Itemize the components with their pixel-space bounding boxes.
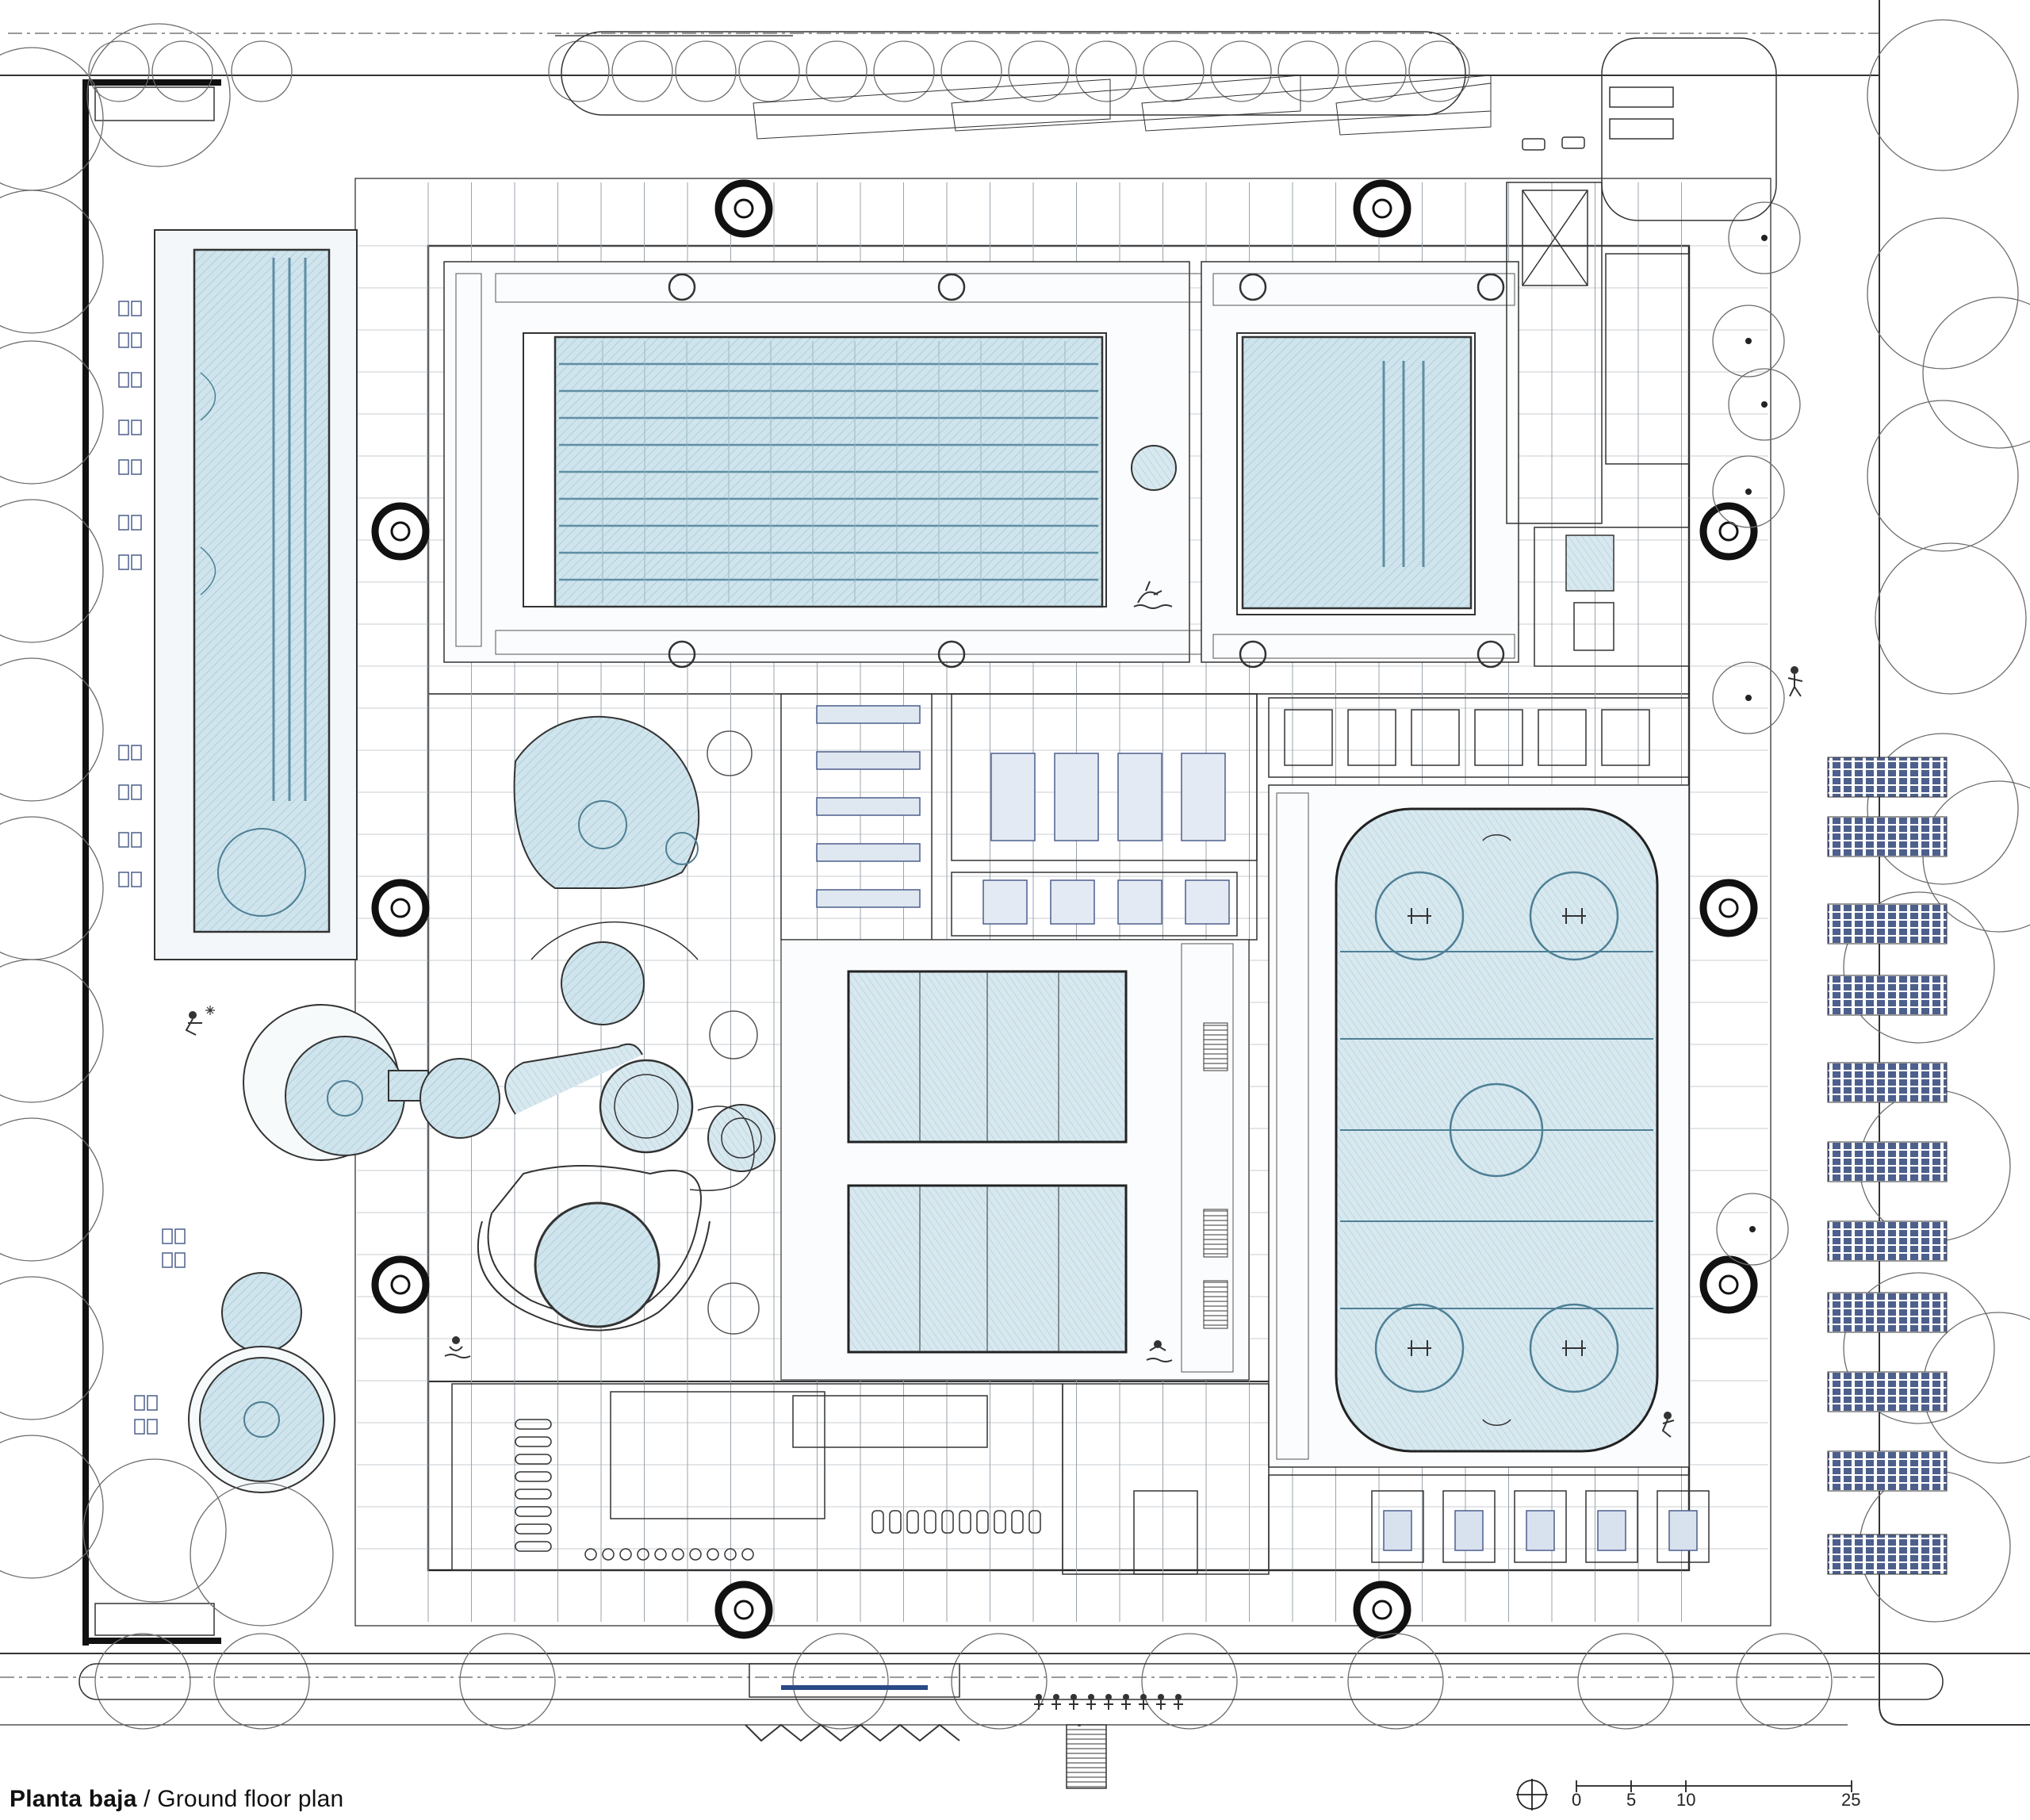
service-wing-north-east (1506, 182, 1690, 667)
leisure-pools (477, 715, 776, 1335)
south-driveway (79, 1663, 1944, 1789)
deck-loungers (118, 301, 186, 1435)
caption-title-en: Ground floor plan (157, 1786, 344, 1812)
plan-caption: Planta baja / Ground floor plan (10, 1786, 343, 1813)
changing-rooms (780, 693, 1258, 941)
scale-label-25: 25 (1841, 1790, 1861, 1810)
scale-label-10: 10 (1676, 1790, 1696, 1810)
skater-icon (185, 1006, 215, 1036)
caption-separator: / (136, 1786, 158, 1812)
scale-label-5: 5 (1626, 1790, 1637, 1810)
sports-courts (780, 939, 1250, 1381)
north-arrow-icon (1516, 1779, 1548, 1810)
parking-area (1827, 757, 1948, 1575)
training-pool (1201, 261, 1519, 663)
ice-rink (1268, 784, 1690, 1468)
hockey-player-icon (1787, 666, 1803, 697)
entrance-and-cafe (451, 1383, 1270, 1575)
diver-icon (1133, 580, 1173, 609)
rink-service-rooms (1268, 697, 1710, 1571)
scale-label-0: 0 (1572, 1790, 1582, 1810)
scale-bar (1576, 1780, 1852, 1792)
figures-row-icon (1034, 1694, 1183, 1710)
caption-title-es: Planta baja (10, 1786, 137, 1812)
car-icon (1522, 136, 1585, 151)
outdoor-leisure-pools (188, 1004, 500, 1493)
people-figures (185, 136, 1803, 1710)
competition-pool (443, 261, 1202, 663)
swimmer-icon (444, 1336, 471, 1358)
swimmer-icon (1146, 1340, 1173, 1362)
structural-columns (371, 179, 1758, 1639)
skater-icon (1661, 1412, 1675, 1438)
drop-off-area (555, 31, 1777, 221)
outdoor-lap-pool (154, 229, 358, 960)
